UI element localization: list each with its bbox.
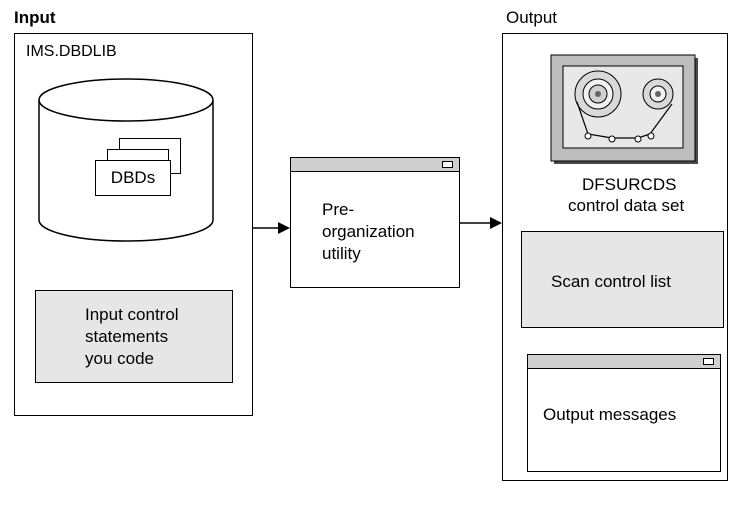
arrow-input-to-utility (253, 222, 290, 234)
utility-label-line-2: organization (322, 222, 415, 241)
arrow-utility-to-output (460, 217, 502, 229)
messages-title-bar (528, 355, 720, 369)
pre-organization-utility-window: Pre- organization utility (290, 157, 460, 288)
dataset-desc-label: control data set (568, 196, 685, 215)
dataset-name-label: DFSURCDS (582, 175, 677, 194)
control-statements-line-2: statements (85, 327, 169, 346)
window-button-icon (703, 358, 714, 365)
scan-control-list-label: Scan control list (551, 272, 671, 291)
input-control-statements-box: Input control statements you code (35, 290, 233, 383)
output-messages-window: Output messages (527, 354, 721, 472)
db-name-label: IMS.DBDLIB (26, 43, 117, 60)
utility-label-line-3: utility (322, 244, 361, 263)
dbds-label: DBDs (95, 160, 171, 196)
control-statements-line-3: you code (85, 349, 154, 368)
window-button-icon (442, 161, 453, 168)
output-header: Output (506, 8, 558, 27)
utility-title-bar (291, 158, 459, 172)
tape-drive-icon (550, 54, 698, 164)
output-messages-label: Output messages (543, 405, 677, 424)
scan-control-list-box: Scan control list (521, 231, 724, 328)
control-statements-line-1: Input control (85, 305, 179, 324)
utility-label-line-1: Pre- (322, 200, 355, 219)
input-header: Input (14, 8, 56, 27)
output-panel: DFSURCDS control data set Scan control l… (502, 33, 728, 481)
input-panel: IMS.DBDLIB DBDs Input control statements… (14, 33, 253, 416)
